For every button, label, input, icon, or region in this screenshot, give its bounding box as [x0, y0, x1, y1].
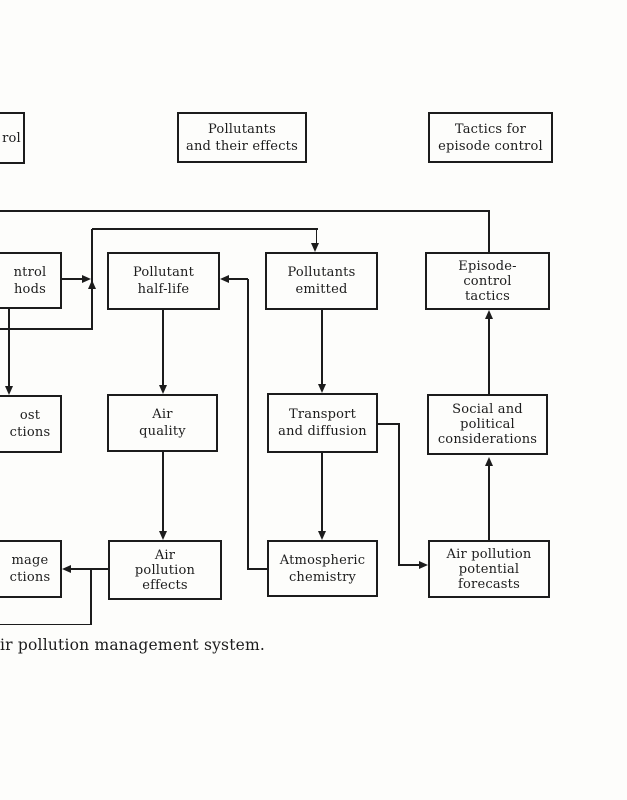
connector-sources-vertical	[91, 229, 93, 330]
node-air-pollution-effects: Air pollution effects	[108, 540, 222, 600]
connector-transport-right	[378, 423, 400, 425]
arrowhead-into-air-quality	[158, 385, 167, 394]
connector-chemistry-left	[248, 568, 267, 570]
arrowhead-into-damage-functions	[62, 564, 71, 573]
arrowhead-from-control-methods	[82, 274, 91, 283]
connector-halflife-to-airquality	[162, 310, 164, 386]
connector-emitted-to-transport	[321, 310, 323, 385]
node-cost-functions-partial: ost ctions	[0, 395, 62, 453]
node-air-quality: Air quality	[107, 394, 218, 452]
connector-chemistry-into-halflife	[229, 278, 248, 280]
node-damage-functions-partial: mage ctions	[0, 540, 62, 598]
connector-forecasts-to-social	[488, 463, 490, 540]
header-box-left-partial: rol	[0, 112, 25, 164]
connector-emissions-horizontal	[92, 228, 318, 230]
node-control-methods-partial: ntrol hods	[0, 252, 62, 309]
connector-into-forecasts	[399, 564, 420, 566]
figure-caption: ir pollution management system.	[0, 636, 266, 654]
header-box-tactics-for-episode-control: Tactics for episode control	[428, 112, 553, 163]
arrowhead-into-transport	[317, 384, 326, 393]
connector-chemistry-up	[247, 279, 249, 570]
connector-control-methods-right	[62, 278, 84, 280]
node-pollutant-half-life: Pollutant half-life	[107, 252, 220, 310]
node-air-pollution-potential-forecasts: Air pollution potential forecasts	[428, 540, 550, 598]
connector-transport-down	[398, 424, 400, 566]
arrowhead-into-atmospheric-chemistry	[317, 531, 326, 540]
connector-airquality-to-effects	[162, 452, 164, 532]
connector-effects-to-damage	[71, 568, 108, 570]
arrowhead-into-pollutants-emitted	[311, 243, 320, 252]
connector-effects-branch-down	[90, 569, 92, 625]
node-pollutants-emitted: Pollutants emitted	[265, 252, 378, 310]
node-transport-and-diffusion: Transport and diffusion	[267, 393, 378, 453]
connector-top-feedback-vertical	[488, 211, 490, 252]
connector-control-to-cost	[8, 309, 10, 387]
connector-social-to-tactics	[488, 316, 490, 394]
arrowhead-into-air-pollution-effects	[158, 531, 167, 540]
connector-emissions-drop	[315, 229, 318, 245]
arrowhead-into-pollutant-half-life	[220, 274, 229, 283]
arrowhead-into-forecasts	[419, 560, 428, 569]
node-social-and-political-considerations: Social and political considerations	[427, 394, 548, 455]
node-episode-control-tactics: Episode- control tactics	[425, 252, 550, 310]
connector-transport-to-chemistry	[321, 453, 323, 532]
connector-top-feedback-horizontal	[0, 210, 490, 212]
arrowhead-up-on-sources-line	[87, 280, 96, 289]
header-box-pollutants-and-their-effects: Pollutants and their effects	[177, 112, 307, 163]
connector-effects-branch-left	[0, 623, 91, 626]
arrowhead-into-cost-functions	[4, 386, 13, 395]
node-atmospheric-chemistry: Atmospheric chemistry	[267, 540, 378, 597]
arrowhead-into-social-political	[484, 457, 493, 466]
arrowhead-into-episode-control-tactics	[484, 310, 493, 319]
connector-sources-horizontal	[0, 328, 93, 330]
